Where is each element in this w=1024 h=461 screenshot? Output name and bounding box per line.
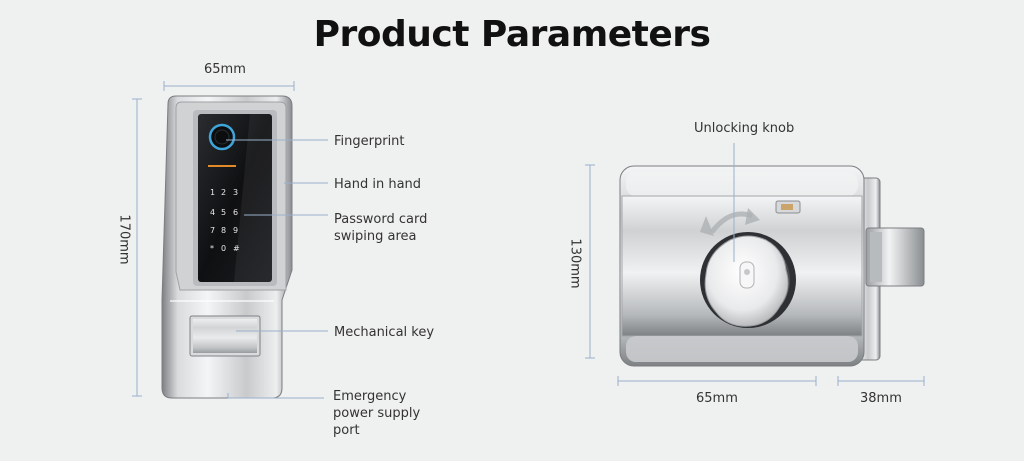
page-title: Product Parameters bbox=[313, 14, 711, 55]
key-hash: # bbox=[233, 244, 240, 253]
callout-fingerprint: Fingerprint bbox=[334, 134, 405, 149]
right-depth-label: 38mm bbox=[860, 391, 902, 406]
key-9: 9 bbox=[233, 226, 238, 235]
key-6: 6 bbox=[233, 208, 238, 217]
right-width-dimension-line bbox=[617, 376, 817, 386]
keypad: 1 2 3 4 5 6 7 8 9 * 0 # bbox=[210, 188, 240, 253]
key-3: 3 bbox=[233, 188, 238, 197]
right-height-dimension-line bbox=[585, 164, 595, 359]
callout-password-line1: Password card bbox=[334, 212, 428, 227]
key-4: 4 bbox=[210, 208, 215, 217]
fingerprint-lock: 1 2 3 4 5 6 7 8 9 * 0 # bbox=[161, 95, 293, 399]
height-dimension-line bbox=[132, 98, 142, 397]
callout-hand-in-hand: Hand in hand bbox=[334, 177, 422, 192]
callout-unlocking-knob: Unlocking knob bbox=[694, 121, 795, 136]
key-5: 5 bbox=[221, 208, 226, 217]
key-2: 2 bbox=[221, 188, 226, 197]
callout-password-card: Password card swiping area bbox=[334, 211, 427, 245]
callout-emergency-line3: port bbox=[333, 423, 360, 438]
key-star: * bbox=[210, 244, 214, 253]
key-1: 1 bbox=[210, 188, 215, 197]
left-callout-lines bbox=[226, 139, 328, 399]
right-width-label: 65mm bbox=[696, 391, 738, 406]
left-height-label: 170mm bbox=[116, 214, 132, 265]
callout-password-line2: swiping area bbox=[334, 229, 417, 244]
key-7: 7 bbox=[210, 226, 215, 235]
callout-emergency-line1: Emergency bbox=[333, 389, 407, 404]
left-width-label: 65mm bbox=[204, 62, 246, 77]
callout-emergency-port: Emergency power supply port bbox=[333, 388, 420, 439]
key-0: 0 bbox=[221, 244, 226, 253]
key-8: 8 bbox=[221, 226, 226, 235]
rim-lock bbox=[619, 165, 925, 367]
callout-mechanical-key: Mechanical key bbox=[334, 325, 435, 340]
width-dimension-line bbox=[163, 81, 295, 91]
callout-emergency-line2: power supply bbox=[333, 406, 421, 421]
right-depth-dimension-line bbox=[837, 376, 925, 386]
right-height-label: 130mm bbox=[567, 238, 583, 289]
